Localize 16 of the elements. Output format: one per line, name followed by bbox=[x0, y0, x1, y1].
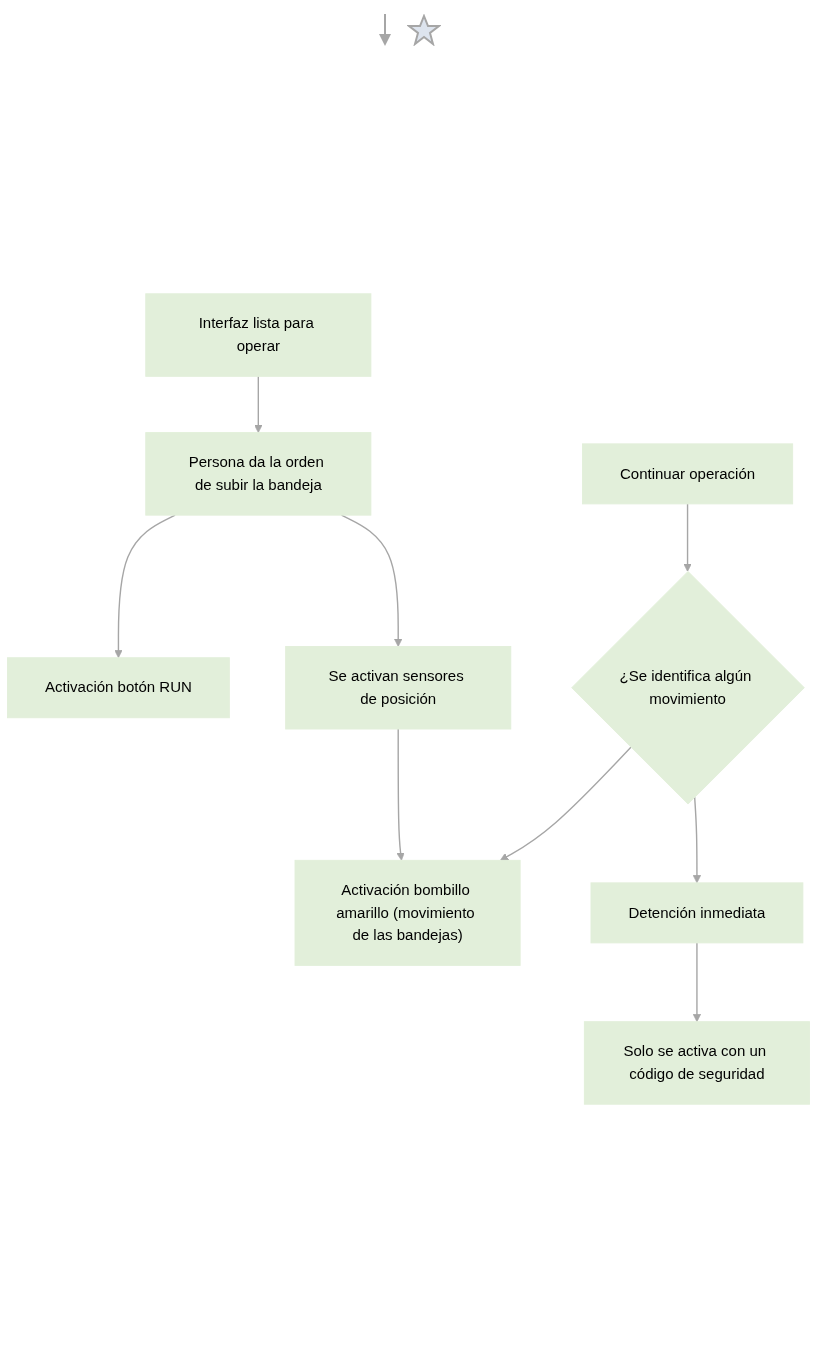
node-box: Se activan sensores de posición bbox=[285, 646, 512, 730]
node-box: Detención inmediata bbox=[590, 882, 804, 944]
node-box: Interfaz lista para operar bbox=[145, 293, 372, 377]
arrow bbox=[692, 796, 702, 884]
arrow bbox=[254, 375, 263, 433]
node-box: Activación botón RUN bbox=[7, 657, 230, 719]
arrow bbox=[500, 746, 632, 861]
node-box: Persona da la orden de subir la bandeja bbox=[145, 432, 372, 516]
node-box: Solo se activa con un código de seguridad bbox=[583, 1021, 810, 1105]
node-box: Continuar operación bbox=[582, 443, 794, 505]
node-box: Activación bombillo amarillo (movimiento de las bandejas) bbox=[294, 859, 521, 966]
arrow bbox=[396, 728, 405, 861]
node-diamond: ¿Se identifica algún movimiento bbox=[571, 570, 805, 805]
arrow bbox=[114, 514, 176, 659]
arrow bbox=[683, 503, 692, 572]
arrow bbox=[692, 942, 702, 1023]
